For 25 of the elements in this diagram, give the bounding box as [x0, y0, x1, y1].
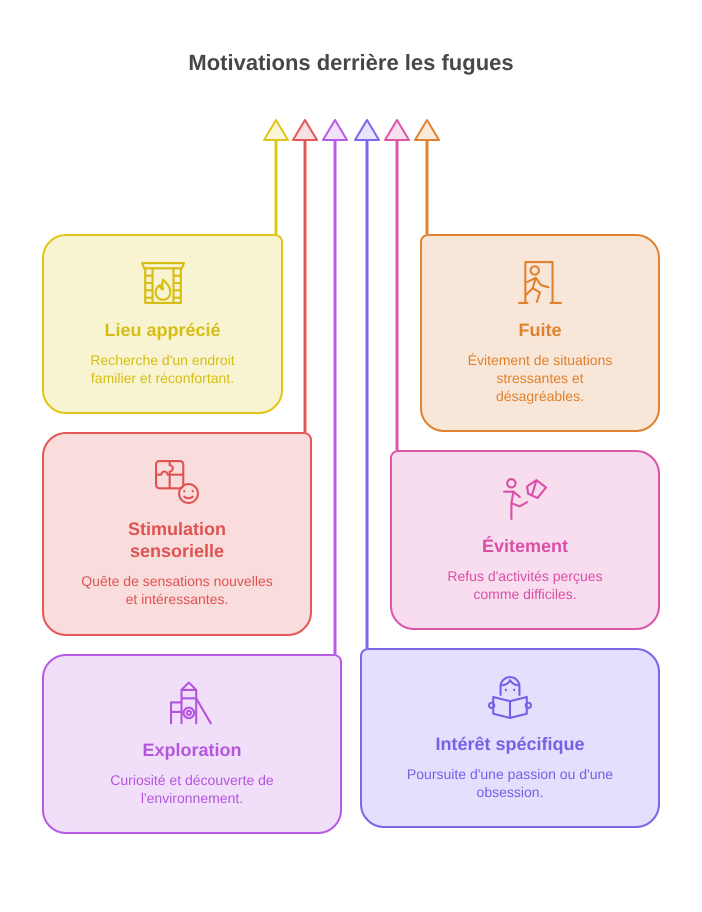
heading: Intérêt spécifique: [435, 733, 585, 755]
arrow: [354, 119, 380, 648]
heading: Évitement: [482, 535, 568, 557]
arrow: [414, 119, 440, 234]
description: Quête de sensations nouvelles et intéressantes.: [80, 572, 274, 608]
arrow: [384, 119, 410, 450]
motivation-panel: [390, 450, 660, 630]
motivation-panel: [42, 432, 312, 636]
arrow: [292, 119, 318, 432]
heading: Fuite: [518, 319, 562, 341]
description: Recherche d'un endroit familier et réconfortant.: [89, 351, 236, 387]
arrow: [322, 119, 348, 654]
description: Refus d'activités perçues comme difficiles.: [446, 567, 604, 603]
motivation-panel: [360, 648, 660, 828]
heading: Lieu apprécié: [104, 319, 221, 341]
heading: Exploration: [142, 739, 242, 761]
diagram-title: Motivations derrière les fugues: [188, 50, 514, 76]
description: Évitement de situations stressantes et désagréables.: [466, 351, 614, 405]
motivation-panel: [42, 234, 283, 414]
heading: Stimulation sensorielle: [127, 518, 227, 562]
description: Curiosité et découverte de l'environnement.: [109, 771, 275, 807]
motivation-panel: [42, 654, 342, 834]
arrow: [263, 119, 289, 234]
motivation-panel: [420, 234, 660, 432]
description: Poursuite d'une passion ou d'une obsession.: [406, 765, 614, 801]
